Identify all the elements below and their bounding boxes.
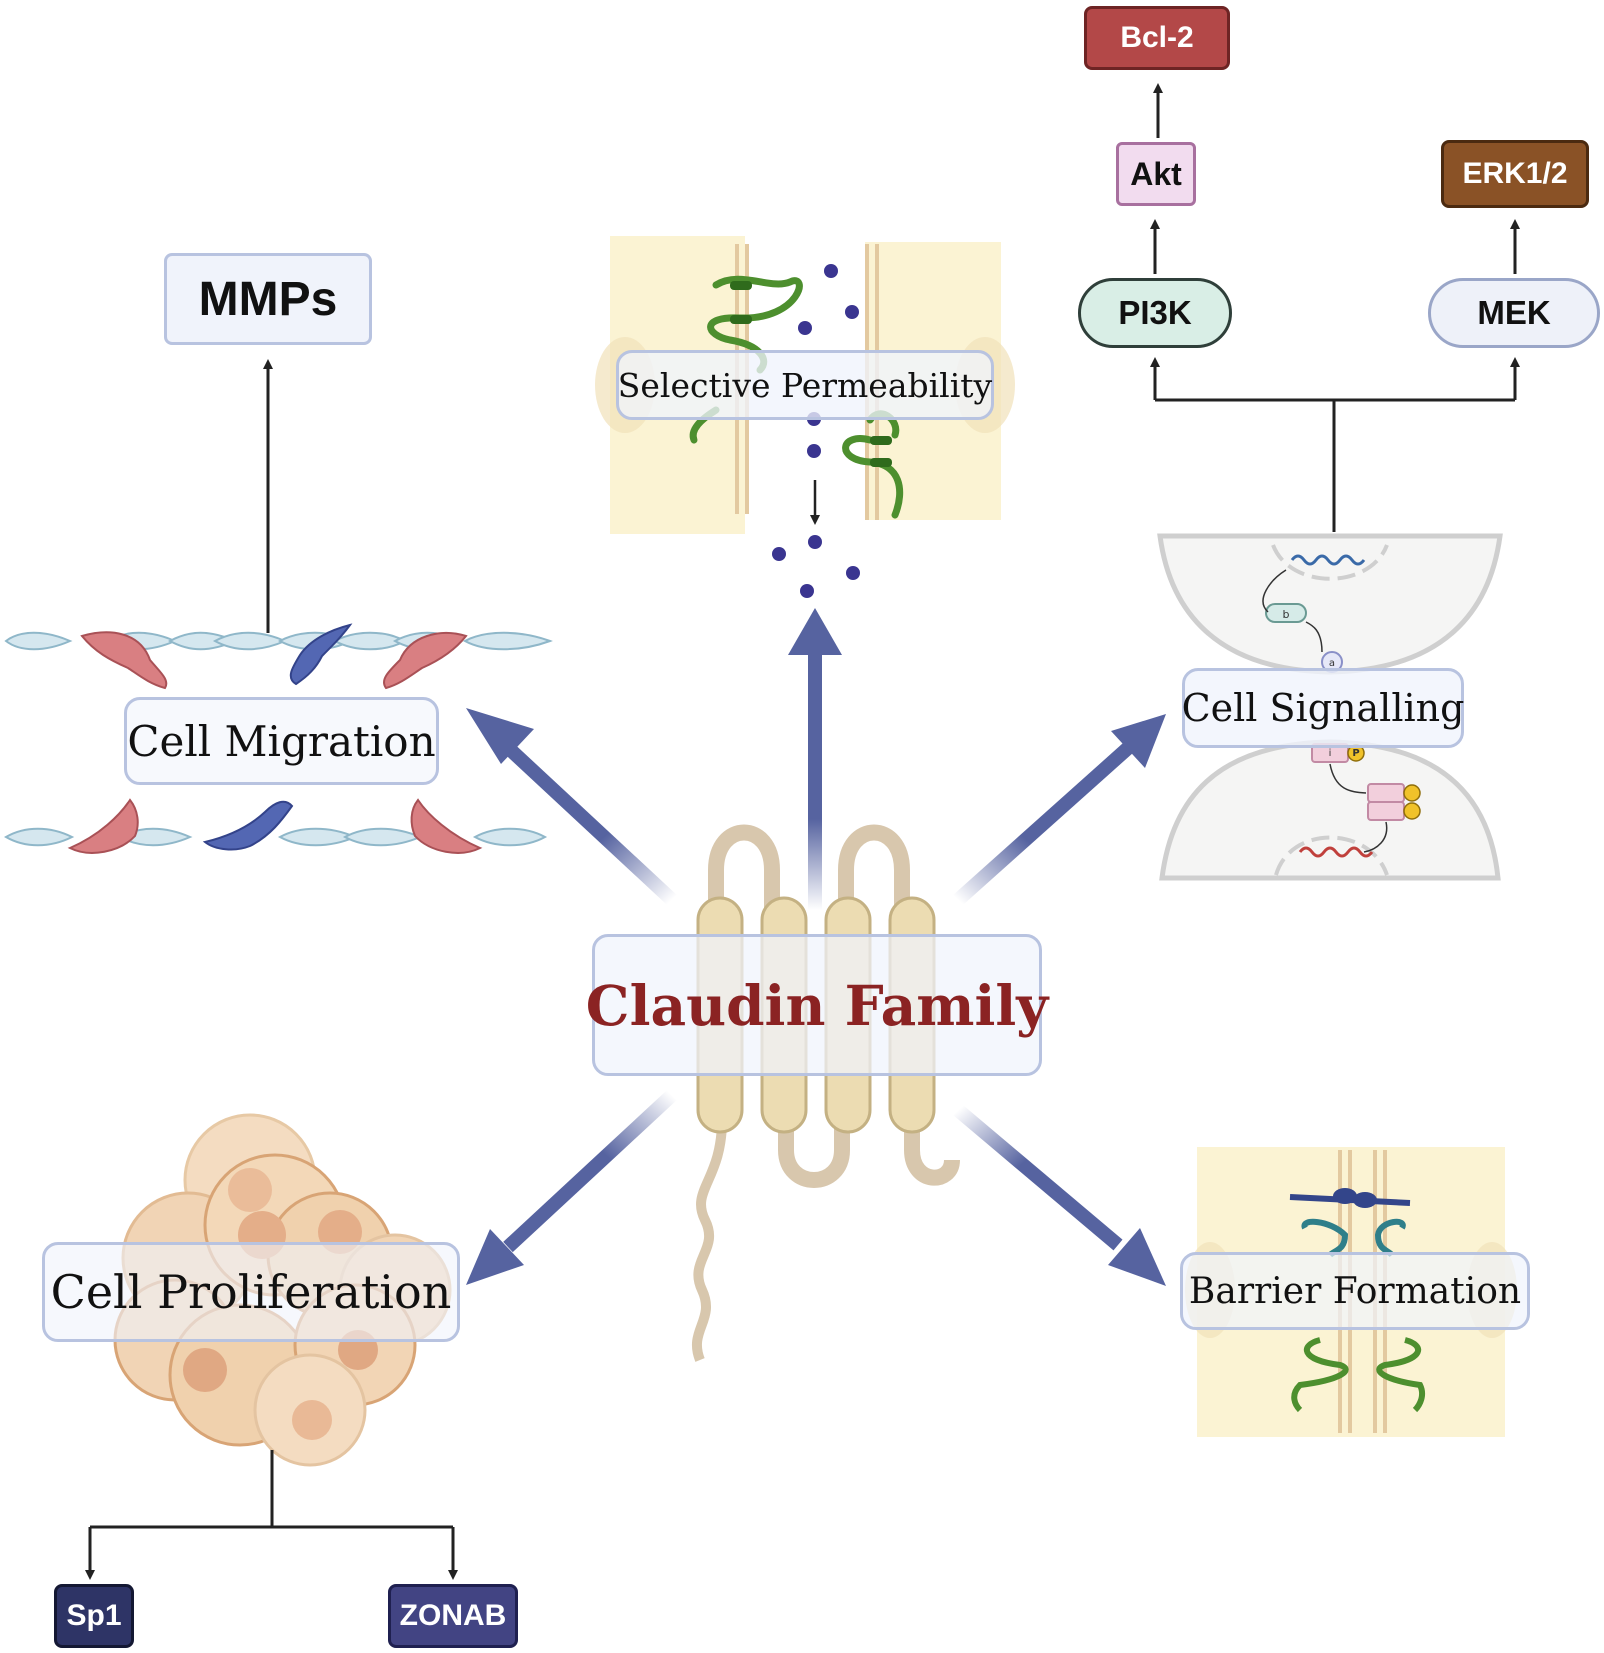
phospho-p-label: P [1352,747,1360,759]
cell-signalling-illustration: b a [1157,533,1503,881]
pi3k-box: PI3K [1078,278,1232,348]
cell-signalling-label: Cell Signalling [1182,668,1464,748]
main-arrow-up-left [466,708,677,906]
claudin-protein-icon [691,824,960,1362]
cell-migration-illustration [4,623,553,854]
signal-node-a-label: a [1329,658,1335,669]
zonab-box: ZONAB [388,1584,518,1648]
signal-node-b-label: b [1283,608,1290,621]
signalling-connectors [1150,83,1520,532]
mek-box: MEK [1428,278,1600,348]
main-arrow-up [788,608,842,910]
cell-migration-label: Cell Migration [124,697,439,785]
sp1-box: Sp1 [54,1584,134,1648]
main-arrow-up-right [953,714,1166,906]
selective-permeability-label: Selective Permeability [616,350,994,420]
mmps-box: MMPs [164,253,372,345]
erk-box: ERK1/2 [1441,140,1589,208]
bcl2-box: Bcl-2 [1084,6,1230,70]
akt-box: Akt [1116,142,1196,206]
main-arrow-down-right [953,1104,1166,1286]
cell-proliferation-label: Cell Proliferation [42,1242,460,1342]
claudin-family-title: Claudin Family [586,934,1048,1076]
proliferation-connectors [85,1450,458,1580]
signal-node-i-label: i [1328,747,1332,759]
barrier-formation-label: Barrier Formation [1180,1252,1530,1330]
main-arrow-down-left [466,1089,677,1285]
